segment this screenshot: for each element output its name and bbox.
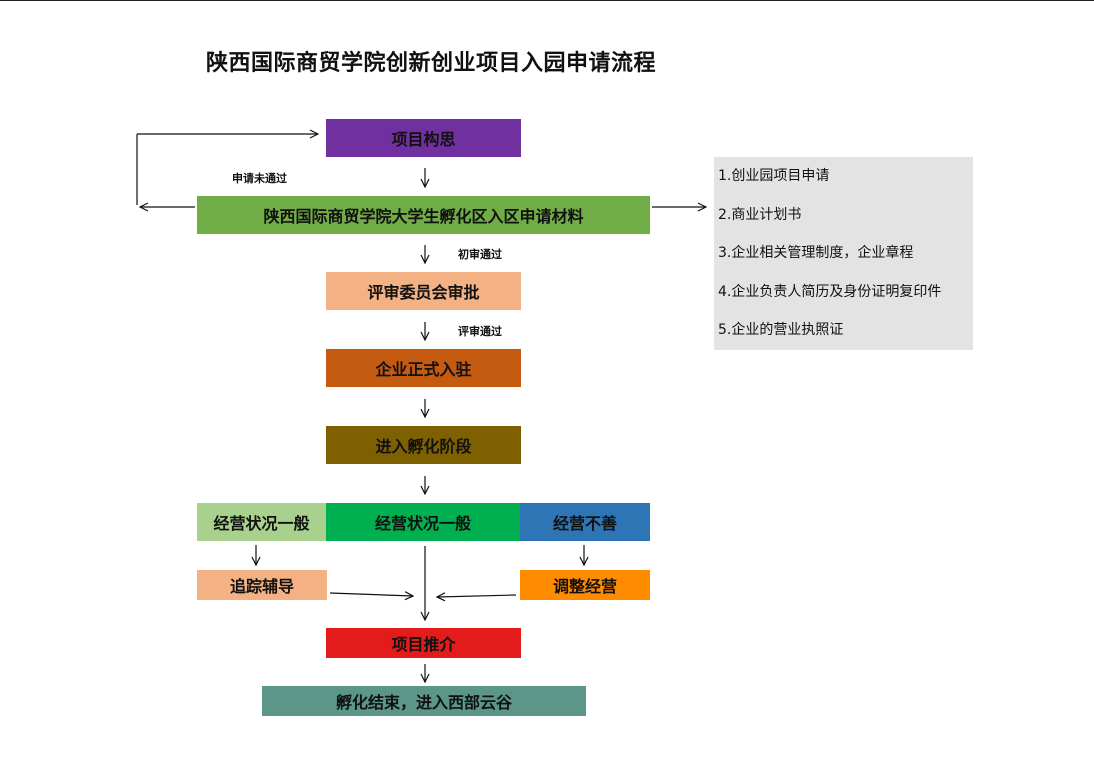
materials-list-panel: 1.创业园项目申请 2.商业计划书 3.企业相关管理制度，企业章程 4.企业负责… — [714, 157, 973, 350]
node-incubate: 进入孵化阶段 — [326, 426, 521, 464]
materials-list-item: 4.企业负责人简历及身份证明复印件 — [718, 283, 942, 300]
label-review-pass: 评审通过 — [458, 325, 502, 338]
node-materials: 陕西国际商贸学院大学生孵化区入区申请材料 — [197, 196, 650, 234]
node-finish: 孵化结束，进入西部云谷 — [262, 686, 586, 716]
arrow-adjust-to-center — [437, 595, 517, 597]
materials-list-item: 3.企业相关管理制度，企业章程 — [718, 245, 914, 261]
arrow-tracking-to-center — [329, 593, 413, 596]
node-settle: 企业正式入驻 — [326, 349, 521, 387]
label-first-pass: 初审通过 — [458, 248, 502, 261]
materials-list-item: 1.创业园项目申请 — [718, 168, 830, 184]
node-status-mid: 经营状况一般 — [326, 503, 520, 541]
node-status-right: 经营不善 — [520, 503, 650, 541]
node-adjust: 调整经营 — [520, 570, 650, 600]
node-review: 评审委员会审批 — [326, 272, 521, 310]
label-rejected: 申请未通过 — [232, 172, 287, 185]
top-border-line — [0, 0, 1094, 1]
materials-list-item: 5.企业的营业执照证 — [718, 322, 844, 338]
node-status-left: 经营状况一般 — [197, 503, 326, 541]
node-recommend: 项目推介 — [326, 628, 521, 658]
node-tracking: 追踪辅导 — [197, 570, 327, 600]
page-title: 陕西国际商贸学院创新创业项目入园申请流程 — [206, 51, 657, 76]
node-concept: 项目构思 — [326, 119, 521, 157]
materials-list-item: 2.商业计划书 — [718, 206, 802, 223]
